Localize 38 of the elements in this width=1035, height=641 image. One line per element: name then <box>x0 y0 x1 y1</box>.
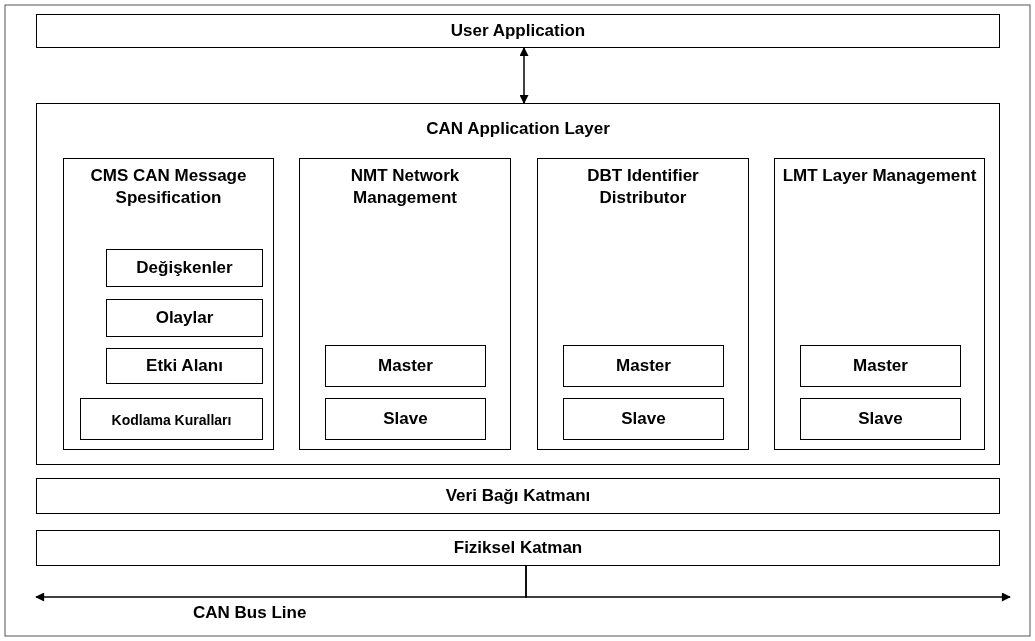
box-label: Master <box>377 355 434 377</box>
box-label: Değişkenler <box>135 257 234 279</box>
arrow <box>519 47 529 104</box>
box-label: Master <box>615 355 672 377</box>
box-label: Slave <box>857 408 904 430</box>
layer-box <box>36 14 1000 48</box>
component-box <box>80 398 263 440</box>
component-box <box>325 345 486 387</box>
module-box <box>537 158 749 450</box>
layer-box <box>36 478 1000 514</box>
component-box <box>325 398 486 440</box>
component-box <box>563 398 724 440</box>
box-label: CMS CAN Message Spesification <box>89 165 248 209</box>
module-box <box>299 158 511 450</box>
box-label: Olaylar <box>154 307 215 329</box>
layer-panel <box>36 103 1000 465</box>
module-box <box>774 158 985 450</box>
box-label: Kodlama Kuralları <box>110 411 233 430</box>
box-label: NMT Network Management <box>349 165 461 209</box>
component-box <box>106 299 263 337</box>
layer-box <box>36 530 1000 566</box>
box-label: DBT Identifier Distributor <box>586 165 700 209</box>
arrow <box>525 565 1011 602</box>
component-box <box>800 398 961 440</box>
box-label: Fiziksel Katman <box>452 537 584 559</box>
component-box <box>563 345 724 387</box>
module-box <box>63 158 274 450</box>
box-label: Slave <box>382 408 429 430</box>
box-label: User Application <box>449 20 587 42</box>
component-box <box>106 348 263 384</box>
box-label: Slave <box>620 408 667 430</box>
box-label: CAN Application Layer <box>425 118 611 140</box>
box-label: LMT Layer Management <box>781 165 978 187</box>
box-label: Etki Alanı <box>145 355 224 377</box>
box-label: Veri Bağı Katmanı <box>444 485 592 507</box>
component-box <box>800 345 961 387</box>
box-label: Master <box>852 355 909 377</box>
component-box <box>106 249 263 287</box>
